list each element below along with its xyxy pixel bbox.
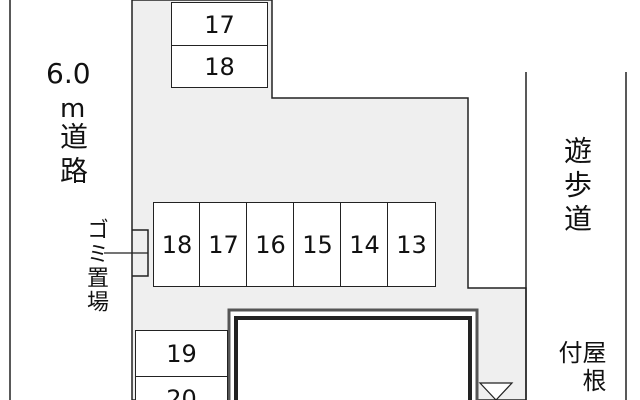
parking-slot[interactable]: 20: [135, 376, 228, 400]
road-width-label: 6.0: [46, 57, 91, 90]
garbage-label: ゴミ置場: [83, 218, 108, 314]
entrance-marker: [478, 382, 514, 400]
parking-slot[interactable]: 17: [199, 202, 248, 287]
building-inner: [234, 316, 472, 400]
parking-slot[interactable]: 14: [340, 202, 389, 287]
roof-label: 屋根付: [554, 340, 606, 396]
road-unit-label: m: [60, 94, 86, 124]
parking-slot[interactable]: 13: [387, 202, 436, 287]
parking-slot[interactable]: 15: [293, 202, 342, 287]
parking-slot[interactable]: 18: [153, 202, 201, 287]
walkway-label: 遊歩道: [560, 136, 593, 238]
parking-lot-area: [131, 0, 527, 400]
parking-slot[interactable]: 17: [171, 2, 268, 47]
parking-slot[interactable]: 19: [135, 330, 228, 378]
road-name: 道路: [56, 122, 89, 190]
parking-slot[interactable]: 18: [171, 45, 268, 88]
parking-slot[interactable]: 16: [246, 202, 295, 287]
